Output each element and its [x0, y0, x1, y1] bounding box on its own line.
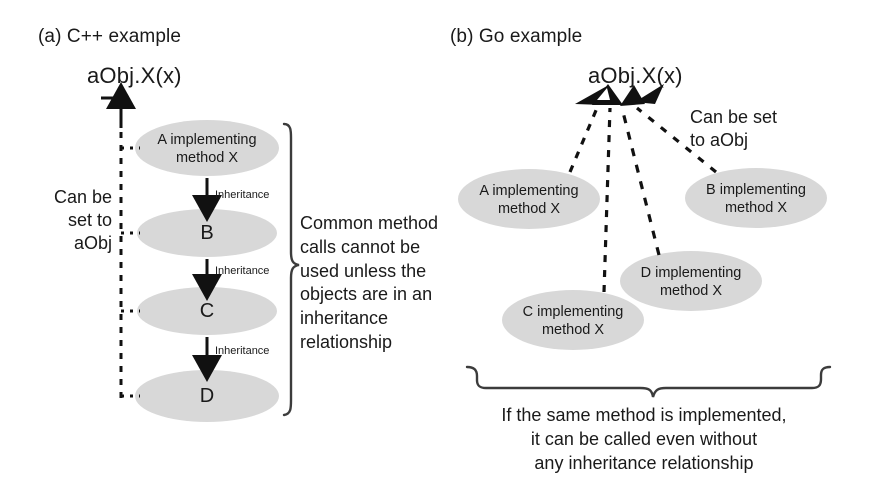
grouping-note-go: If the same method is implemented, it ca… — [501, 405, 787, 473]
node-label-go-a: A implementing method X — [479, 183, 579, 218]
node-label-cpp-c: C — [199, 300, 215, 322]
node-label-cpp-a: A implementing method X — [157, 132, 257, 167]
call-dashed-line-go-a — [568, 107, 599, 173]
panel-heading-go: (b) Go example — [450, 26, 583, 47]
edge-label-cpp-a-b: Inheritance — [215, 189, 270, 201]
node-label-go-d: D implementing method X — [640, 265, 742, 300]
edge-label-cpp-b-c: Inheritance — [215, 265, 270, 277]
panel-heading-cpp: (a) C++ example — [38, 26, 182, 47]
assignment-note-cpp: Can be set to aObj — [53, 187, 112, 254]
call-dashed-line-go-c — [602, 107, 612, 293]
node-label-go-c: C implementing method X — [522, 304, 624, 339]
call-dashed-line-go-d — [620, 107, 661, 256]
assignment-note-go: Can be set to aObj — [690, 107, 778, 151]
node-label-cpp-d: D — [199, 385, 215, 407]
grouping-note-cpp: Common method calls cannot be used unles… — [300, 213, 439, 352]
call-label-cpp: aObj.X(x) — [87, 63, 182, 88]
edge-label-cpp-c-d: Inheritance — [215, 345, 270, 357]
grouping-bracket-cpp — [282, 122, 300, 417]
node-label-go-b: B implementing method X — [706, 182, 806, 217]
call-label-go: aObj.X(x) — [588, 63, 683, 88]
grouping-brace-go — [465, 365, 832, 398]
node-label-cpp-b: B — [200, 222, 214, 244]
